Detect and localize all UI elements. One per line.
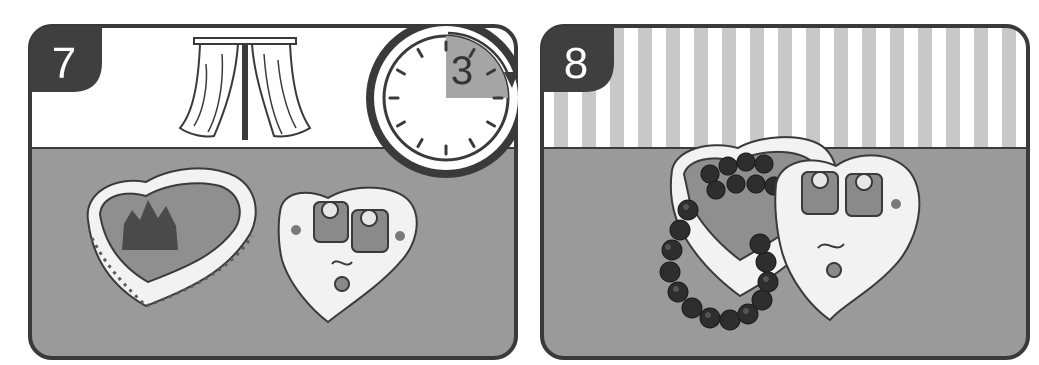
curtain-icon — [180, 38, 310, 140]
timer-value: 3 — [451, 49, 473, 93]
step-number: 8 — [564, 39, 588, 88]
step-8-panel: 8 — [540, 24, 1030, 360]
step-number: 7 — [52, 39, 76, 88]
step-7-panel: 7 3 — [28, 24, 518, 360]
